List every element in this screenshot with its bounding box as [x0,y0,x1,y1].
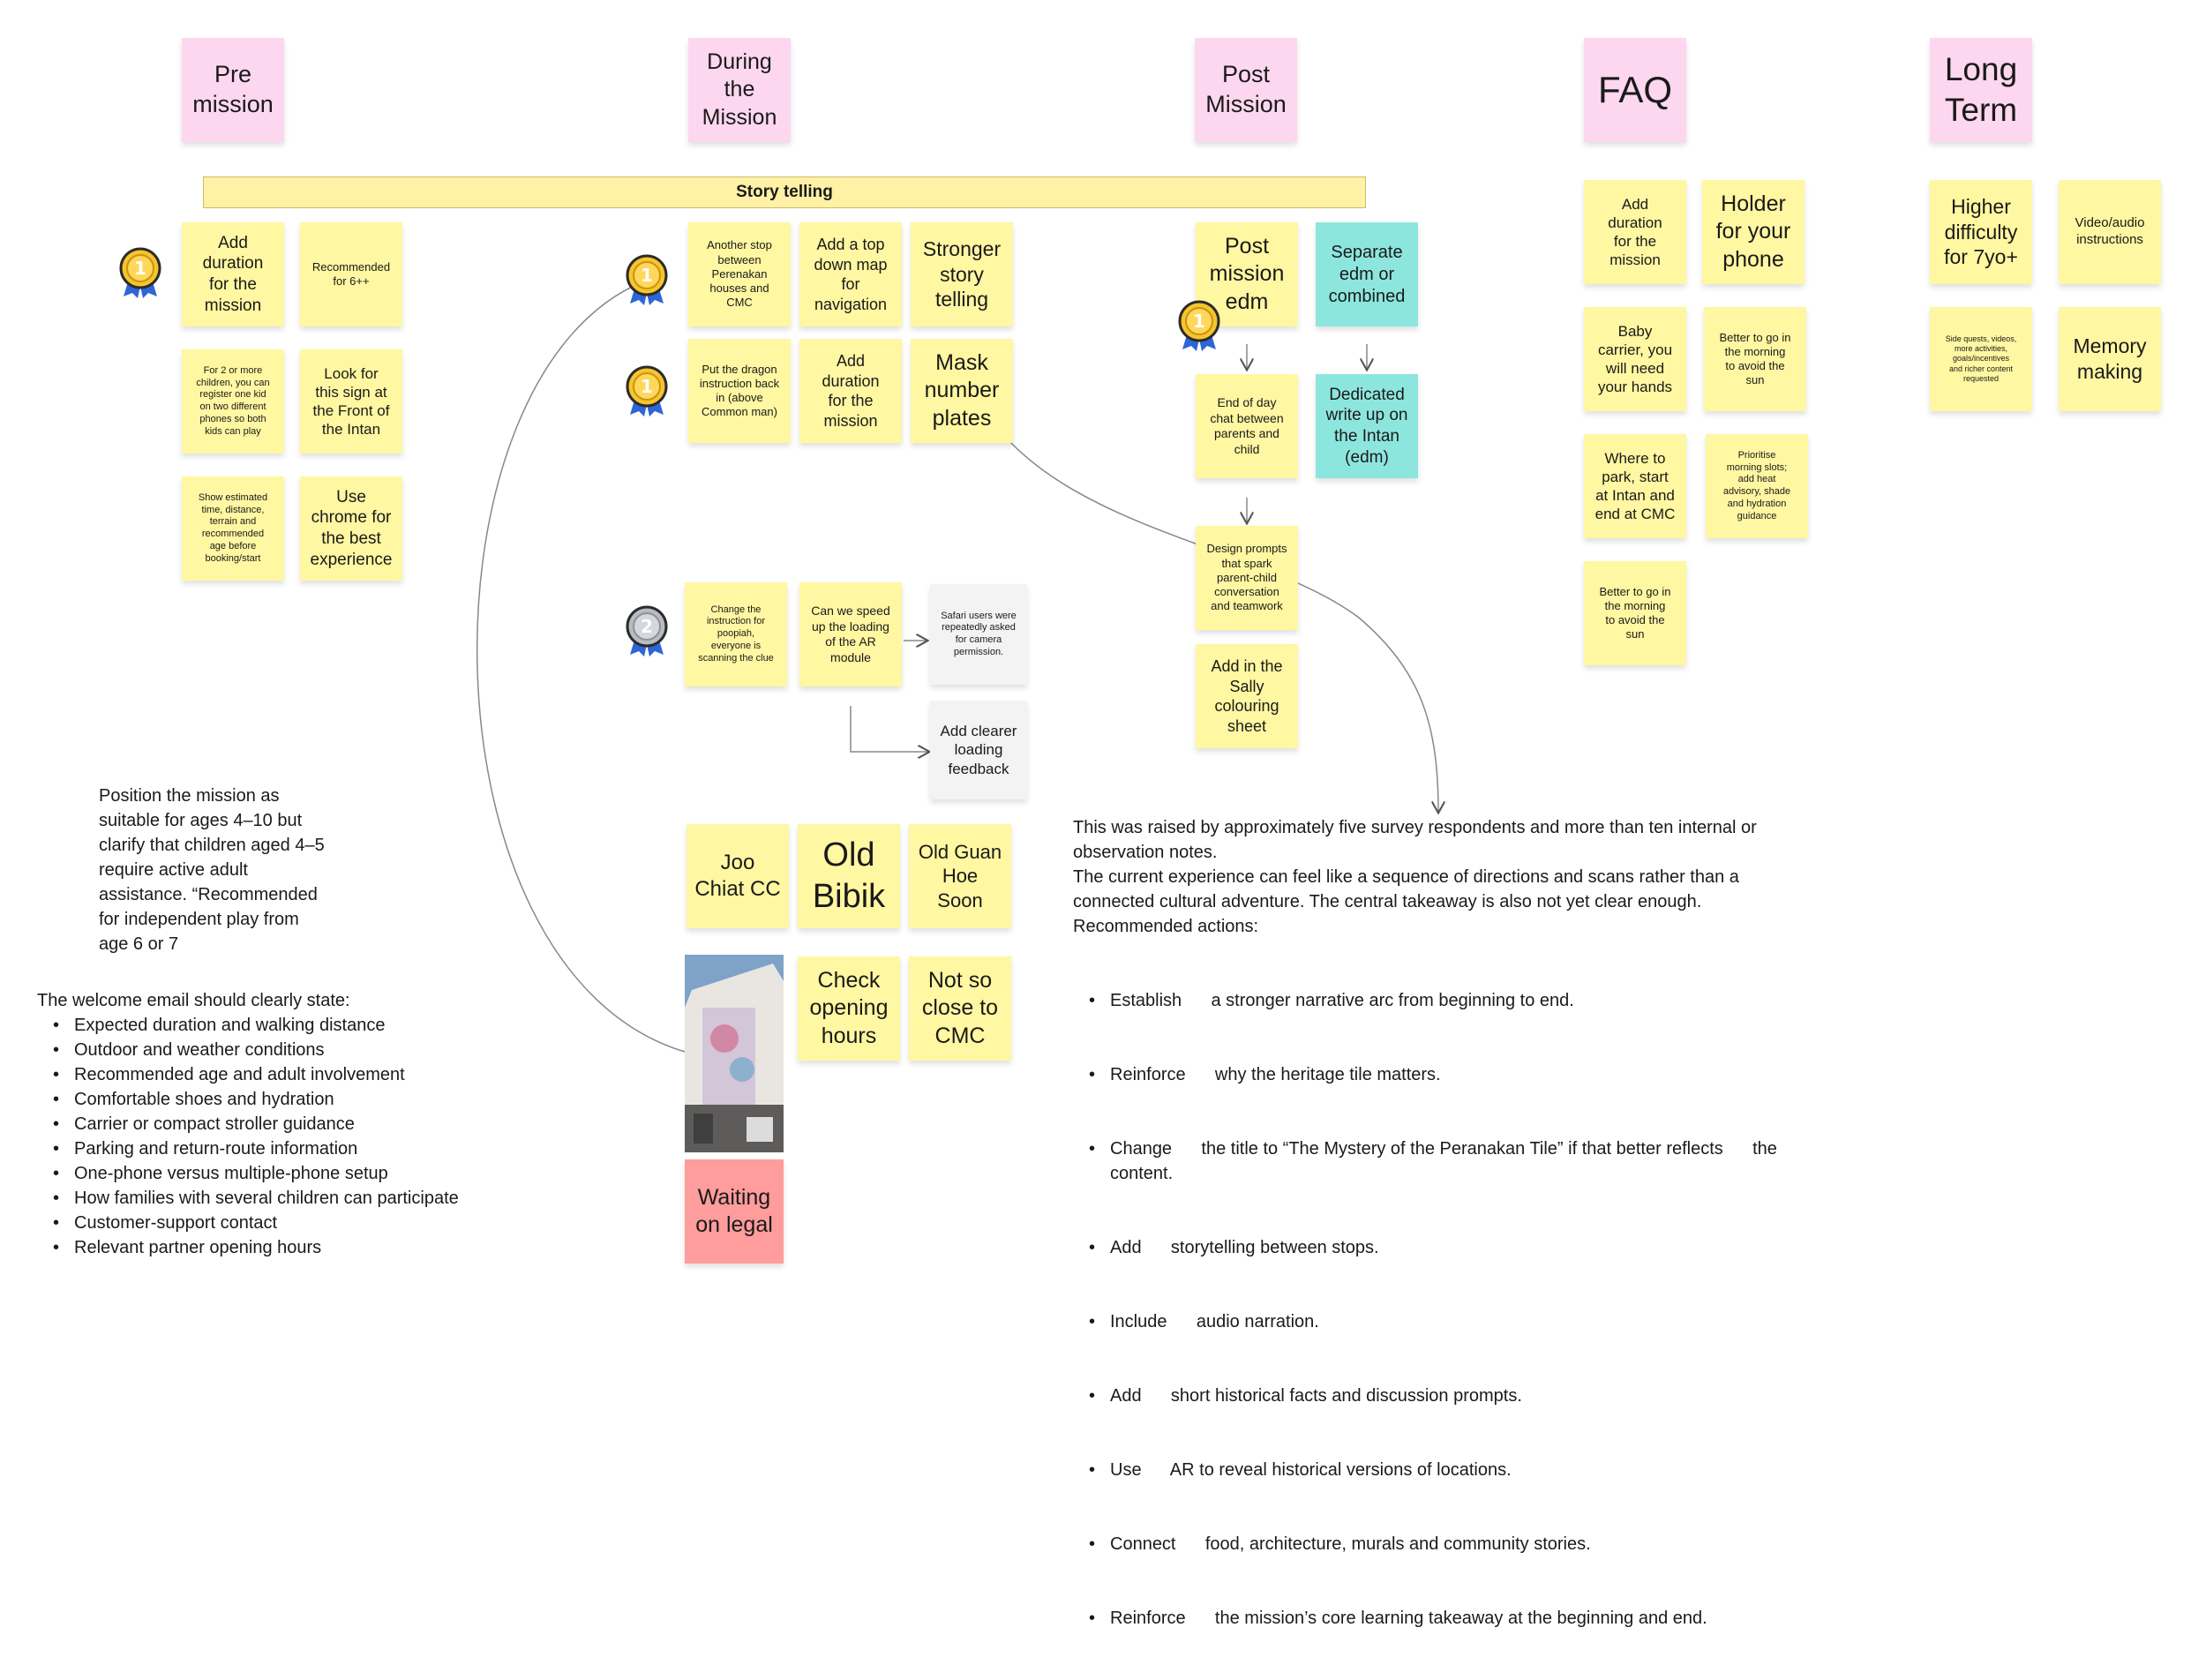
during-note-add-duration[interactable]: Add duration for the mission [799,339,902,443]
long-note-higher-difficulty[interactable]: Higher difficulty for 7yo+ [1930,180,2032,284]
faq-note-prioritise[interactable]: Prioritise morning slots; add heat advis… [1706,434,1808,538]
post-note-post-edm[interactable]: Post mission edm [1196,222,1298,326]
post-note-separate-edm[interactable]: Separate edm or combined [1316,222,1418,326]
connector-arrow-clearer [850,706,928,752]
during-note-check-hours[interactable]: Check opening hours [798,956,900,1061]
header-pre-mission[interactable]: Pre mission [182,38,284,142]
long-note-video-audio[interactable]: Video/audio instructions [2059,180,2161,284]
post-note-end-of-day[interactable]: End of day chat between parents and chil… [1196,374,1298,478]
list-item: Reinforce why the heritage tile matters. [1089,1062,1814,1087]
faq-note-where-park[interactable]: Where to park, start at Intan and end at… [1584,434,1686,538]
during-note-stronger-story[interactable]: Stronger story telling [911,222,1013,326]
list-item: Connect food, architecture, murals and c… [1089,1532,1814,1556]
connector-lines [476,280,2206,1053]
list-item: Parking and return-route information [53,1136,531,1161]
faq-note-morning-1[interactable]: Better to go in the morning to avoid the… [1704,307,1806,411]
during-note-clearer-loading[interactable]: Add clearer loading feedback [930,701,1027,799]
long-note-memory-making[interactable]: Memory making [2059,307,2161,411]
during-note-change-instruction[interactable]: Change the instruction for poopiah, ever… [685,582,787,686]
story-telling-banner[interactable]: Story telling [203,176,1366,208]
post-note-sally-sheet[interactable]: Add in the Sally colouring sheet [1196,644,1298,748]
pre-note-look-for-sign[interactable]: Look for this sign at the Front of the I… [300,349,402,454]
svg-text:1: 1 [641,265,653,286]
during-note-old-guan[interactable]: Old Guan Hoe Soon [909,824,1011,928]
welcome-email-intro: The welcome email should clearly state: [37,991,350,1010]
during-note-waiting-legal[interactable]: Waiting on legal [685,1159,784,1264]
post-note-design-prompts[interactable]: Design prompts that spark parent-child c… [1196,526,1298,630]
header-post-mission[interactable]: Post Mission [1195,38,1297,142]
connector-curve-stop [476,280,686,1053]
survey-paragraph-2: The current experience can feel like a s… [1073,867,1739,911]
svg-text:2: 2 [641,616,653,637]
during-note-not-close[interactable]: Not so close to CMC [909,956,1011,1061]
during-note-speed-up-ar[interactable]: Can we speed up the loading of the AR mo… [799,582,902,686]
medal-1-icon: 1 [626,365,668,416]
pre-note-recommended[interactable]: Recommended for 6++ [300,222,402,326]
list-item: Comfortable shoes and hydration [53,1087,531,1112]
header-faq[interactable]: FAQ [1584,38,1686,142]
list-item: Reinforce the mission’s core learning ta… [1089,1606,1814,1631]
during-note-old-bibik[interactable]: Old Bibik [798,824,900,928]
faq-note-holder-phone[interactable]: Holder for your phone [1702,180,1805,284]
mural-photo[interactable] [685,955,784,1152]
faq-note-add-duration[interactable]: Add duration for the mission [1584,180,1686,284]
medal-1-icon: 1 [119,247,161,298]
list-item: Recommended age and adult involvement [53,1062,531,1087]
header-during-mission[interactable]: During the Mission [688,38,791,142]
faq-note-baby-carrier[interactable]: Baby carrier, you will need your hands [1584,307,1686,411]
list-item: Change the title to “The Mystery of the … [1089,1136,1814,1186]
survey-paragraph-3: Recommended actions: [1073,917,1259,936]
list-item: One-phone versus multiple-phone setup [53,1161,531,1186]
list-item: Relevant partner opening hours [53,1235,531,1260]
during-note-top-down-map[interactable]: Add a top down map for navigation [799,222,902,326]
header-long-term[interactable]: Long Term [1930,38,2032,142]
list-item: Add short historical facts and discussio… [1089,1384,1814,1408]
pre-note-use-chrome[interactable]: Use chrome for the best experience [300,476,402,581]
survey-block: This was raised by approximately five su… [1073,815,1814,1680]
welcome-email-list: Expected duration and walking distance O… [37,1013,531,1260]
list-item: Expected duration and walking distance [53,1013,531,1038]
mural-photo-image [685,955,784,1152]
long-note-side-quests[interactable]: Side quests, videos, more activities, go… [1930,307,2032,411]
medal-2-icon: 2 [626,605,668,656]
position-note: Position the mission as suitable for age… [99,786,325,954]
list-item: How families with several children can p… [53,1186,531,1211]
during-note-another-stop[interactable]: Another stop between Perenakan houses an… [688,222,791,326]
post-note-dedicated-writeup[interactable]: Dedicated write up on the Intan (edm) [1316,374,1418,478]
medal-1-icon: 1 [1178,300,1220,351]
list-item: Customer-support contact [53,1211,531,1235]
svg-text:1: 1 [134,258,146,279]
list-item: Outdoor and weather conditions [53,1038,531,1062]
welcome-email-block: The welcome email should clearly state: … [37,988,531,1260]
during-note-mask-plates[interactable]: Mask number plates [911,339,1013,443]
svg-text:1: 1 [641,376,653,397]
pre-note-add-duration[interactable]: Add duration for the mission [182,222,284,326]
medal-1-icon: 1 [626,254,668,305]
list-item: Include audio narration. [1089,1309,1814,1334]
list-item: Establish a stronger narrative arc from … [1089,988,1814,1013]
during-note-joo-chiat[interactable]: Joo Chiat CC [687,824,789,928]
list-item: Add storytelling between stops. [1089,1235,1814,1260]
survey-paragraph-1: This was raised by approximately five su… [1073,818,1757,862]
faq-note-morning-2[interactable]: Better to go in the morning to avoid the… [1584,561,1686,665]
pre-note-show-estimated[interactable]: Show estimated time, distance, terrain a… [182,476,284,581]
pre-note-two-children[interactable]: For 2 or more children, you can register… [182,349,284,454]
connector-curve-mask [964,370,1438,812]
svg-text:1: 1 [1193,311,1205,332]
during-note-safari-users[interactable]: Safari users were repeatedly asked for c… [930,584,1027,685]
during-note-dragon-instruction[interactable]: Put the dragon instruction back in (abov… [688,339,791,443]
list-item: Use AR to reveal historical versions of … [1089,1458,1814,1482]
list-item: Carrier or compact stroller guidance [53,1112,531,1136]
survey-actions-list: Establish a stronger narrative arc from … [1073,939,1814,1680]
whiteboard: Pre mission During the Mission Post Miss… [0,0,2206,1302]
